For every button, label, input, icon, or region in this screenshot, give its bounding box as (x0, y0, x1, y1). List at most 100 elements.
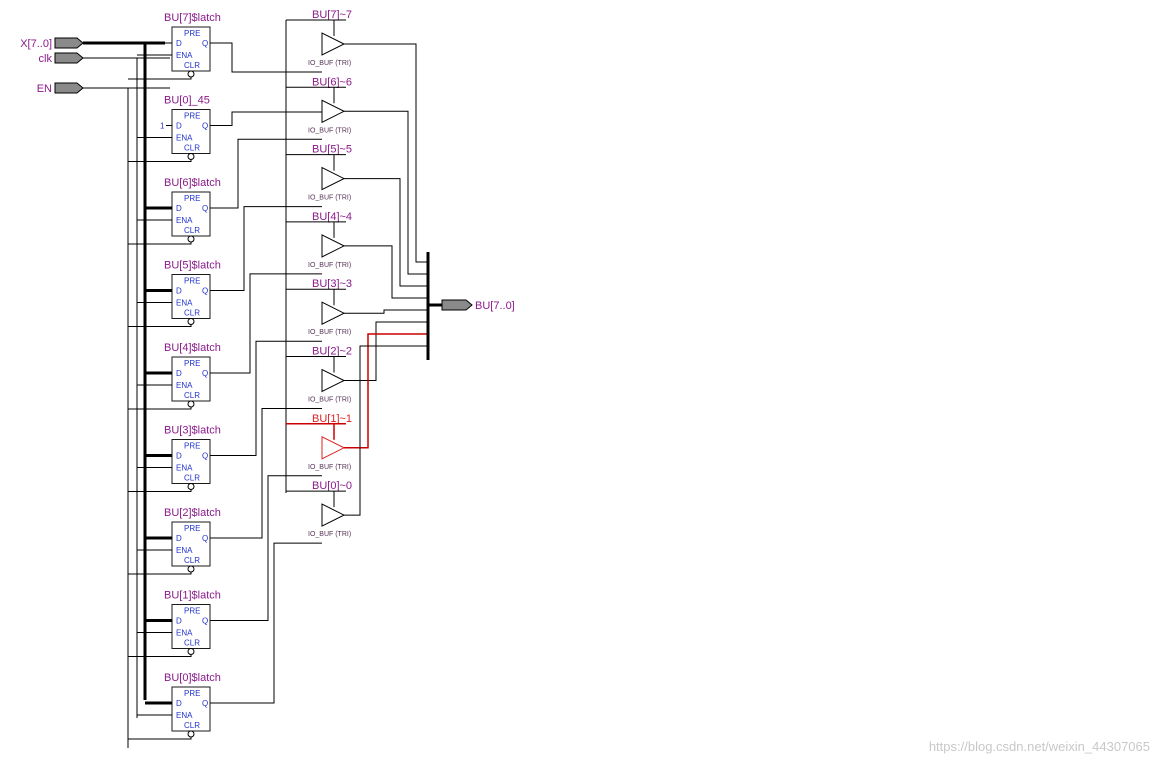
latch-pin-q: Q (202, 122, 208, 131)
clr-bubble (187, 730, 195, 738)
latch-pin-pre: PRE (184, 524, 200, 533)
output-bu-shape (441, 299, 473, 311)
latch-pin-q: Q (202, 617, 208, 626)
latch-name-2: BU[6]$latch (164, 177, 221, 189)
latch-name-7: BU[1]$latch (164, 590, 221, 602)
latch-pin-clr: CLR (184, 309, 200, 318)
buffer-out-route (344, 309, 428, 314)
q-route (210, 542, 322, 704)
latch-pin-q: Q (202, 39, 208, 48)
buffer-name-1: BU[6]~6 (312, 76, 352, 88)
clr-wire (128, 324, 192, 327)
q-route (210, 42, 322, 73)
buffer-triangle-6 (321, 435, 346, 460)
q-route (210, 138, 322, 209)
q-route (210, 206, 322, 291)
buffer-type-3: IO_BUF (TRI) (308, 262, 351, 269)
buffer-triangle-1 (321, 99, 346, 124)
buffer-triangle-2 (321, 166, 346, 191)
latch-name-5: BU[3]$latch (164, 425, 221, 437)
latch-pin-d: D (176, 369, 182, 378)
buffer-triangle-3 (321, 234, 346, 258)
input-x-port-label: X[7..0] (20, 38, 52, 50)
latch-pin-q: Q (202, 369, 208, 378)
buffer-type-6: IO_BUF (TRI) (308, 464, 351, 471)
clr-wire (128, 489, 192, 492)
buffer-name-3: BU[4]~4 (312, 211, 352, 223)
buffer-out-route (344, 178, 428, 287)
latch-box-1 (171, 109, 211, 154)
clr-bubble (187, 235, 195, 243)
latch-pin-q: Q (202, 452, 208, 461)
latch-d-const: 1 (160, 122, 165, 131)
output-bus: BU[7..0] (426, 252, 515, 360)
latch-name-0: BU[7]$latch (164, 12, 221, 24)
input-clk-port-shape (54, 52, 84, 64)
clr-wire (128, 77, 192, 80)
buffer-triangle-0 (321, 32, 346, 56)
latch-pin-pre: PRE (184, 359, 200, 368)
buffer-triangle-7 (321, 503, 346, 527)
latch-box-2 (171, 191, 211, 237)
clr-bubble (187, 648, 195, 655)
buffer-triangle-5 (321, 368, 346, 393)
latch-pin-d: D (176, 699, 182, 708)
clr-wire (128, 572, 192, 575)
clr-wire (128, 737, 192, 740)
buffer-blocks: BU[7]~7IO_BUF (TRI)BU[6]~6IO_BUF (TRI)BU… (286, 9, 428, 538)
latch-pin-d: D (176, 617, 182, 626)
latch-pin-pre: PRE (184, 689, 200, 698)
q-route (210, 111, 322, 126)
latch-box-4 (171, 356, 211, 402)
latch-pin-pre: PRE (184, 607, 200, 616)
latch-pin-d: D (176, 287, 182, 296)
input-x-port-shape (54, 37, 84, 49)
buffer-3: BU[4]~4IO_BUF (TRI) (286, 211, 428, 299)
clr-bubble (187, 70, 195, 78)
buffer-7: BU[0]~0IO_BUF (TRI) (286, 345, 428, 538)
latch-pin-q: Q (202, 699, 208, 708)
buffer-2: BU[5]~5IO_BUF (TRI) (286, 144, 428, 287)
buffer-5: BU[2]~2IO_BUF (TRI) (286, 321, 428, 404)
latch-pin-q: Q (202, 534, 208, 543)
clr-wire (128, 407, 192, 410)
clr-wire (128, 159, 192, 162)
buffer-out-route (344, 333, 428, 449)
buffer-type-2: IO_BUF (TRI) (308, 195, 351, 202)
input-clk-port-label: clk (39, 53, 53, 65)
latch-pin-pre: PRE (184, 194, 200, 203)
latch-pin-ena: ENA (176, 134, 193, 143)
q-route (210, 475, 322, 621)
latch-pin-clr: CLR (184, 144, 200, 153)
buffer-out-route (344, 43, 428, 263)
latch-pin-ena: ENA (176, 464, 193, 473)
latch-pin-clr: CLR (184, 556, 200, 565)
latch-name-6: BU[2]$latch (164, 507, 221, 519)
clr-wire (128, 242, 192, 245)
buffer-out-route (344, 110, 428, 275)
q-route (210, 408, 322, 539)
latch-pin-ena: ENA (176, 299, 193, 308)
buffer-type-5: IO_BUF (TRI) (308, 397, 351, 404)
q-route (210, 273, 322, 374)
buffer-6: BU[1]~1IO_BUF (TRI) (286, 333, 428, 471)
clr-wire (128, 654, 192, 657)
buffer-name-2: BU[5]~5 (312, 144, 352, 156)
latch-pin-d: D (176, 204, 182, 213)
clr-bubble (187, 483, 195, 490)
buffer-out-route (344, 345, 428, 516)
buffer-type-7: IO_BUF (TRI) (308, 531, 351, 538)
latch-name-1: BU[0]_45 (164, 95, 210, 107)
latch-pin-clr: CLR (184, 639, 200, 648)
buffer-out-route (344, 245, 428, 299)
